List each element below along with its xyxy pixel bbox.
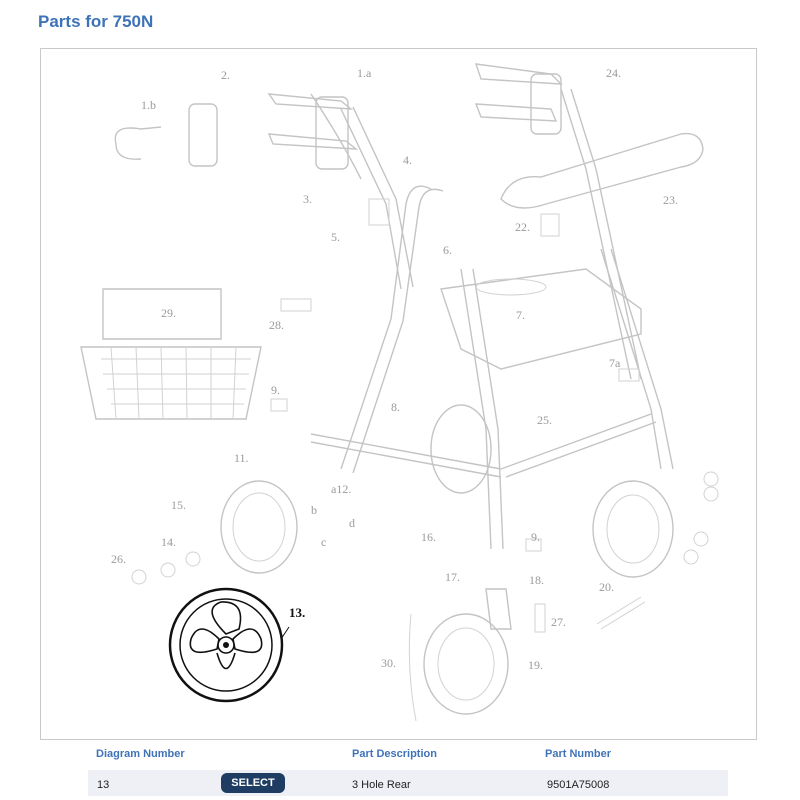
callout-a12: a12. <box>331 482 351 496</box>
callout-1a: 1.a <box>357 66 372 80</box>
callout-d: d <box>349 516 355 530</box>
callout-19: 19. <box>528 658 543 672</box>
cell-part-description: 3 Hole Rear <box>352 779 411 791</box>
callout-6: 6. <box>443 243 452 257</box>
callout-18: 18. <box>529 573 544 587</box>
callout-2: 2. <box>221 68 230 82</box>
callout-23: 23. <box>663 193 678 207</box>
callout-25: 25. <box>537 413 552 427</box>
header-part-number: Part Number <box>545 748 612 760</box>
callout-b: b <box>311 503 317 517</box>
callout-7: 7. <box>516 308 525 322</box>
cell-part-number: 9501A75008 <box>547 779 610 791</box>
parts-diagram-drawing: 2. 1.a 24. 1.b 4. 3. 23. 22. 5. 6. 29. 7… <box>80 63 719 722</box>
header-part-description: Part Description <box>352 748 437 760</box>
callout-14: 14. <box>161 535 176 549</box>
callout-22: 22. <box>515 220 530 234</box>
callout-17: 17. <box>445 570 460 584</box>
callout-c: c <box>321 535 326 549</box>
cell-diagram-number: 13 <box>97 779 110 791</box>
page-title: Parts for 750N <box>38 12 154 31</box>
callout-9-lower: 9. <box>531 530 540 544</box>
callout-13: 13. <box>289 605 305 620</box>
callout-26: 26. <box>111 552 126 566</box>
callout-11: 11. <box>234 451 249 465</box>
table-row <box>88 770 728 796</box>
callout-28: 28. <box>269 318 284 332</box>
callout-9-upper: 9. <box>271 383 280 397</box>
callout-7a: 7a <box>609 356 621 370</box>
callout-8: 8. <box>391 400 400 414</box>
walker-frame-illustration <box>80 63 719 722</box>
select-button[interactable]: SELECT <box>221 773 285 793</box>
callout-15: 15. <box>171 498 186 512</box>
callout-20: 20. <box>599 580 614 594</box>
part-13-wheel <box>168 587 290 703</box>
callout-1b: 1.b <box>141 98 156 112</box>
callout-27: 27. <box>551 615 566 629</box>
callout-29: 29. <box>161 306 176 320</box>
callout-3: 3. <box>303 192 312 206</box>
header-diagram-number: Diagram Number <box>96 748 185 760</box>
callout-5: 5. <box>331 230 340 244</box>
callout-30: 30. <box>381 656 396 670</box>
callout-24: 24. <box>606 66 621 80</box>
parts-diagram: 2. 1.a 24. 1.b 4. 3. 23. 22. 5. 6. 29. 7… <box>40 48 757 740</box>
callout-16: 16. <box>421 530 436 544</box>
callout-4: 4. <box>403 153 412 167</box>
